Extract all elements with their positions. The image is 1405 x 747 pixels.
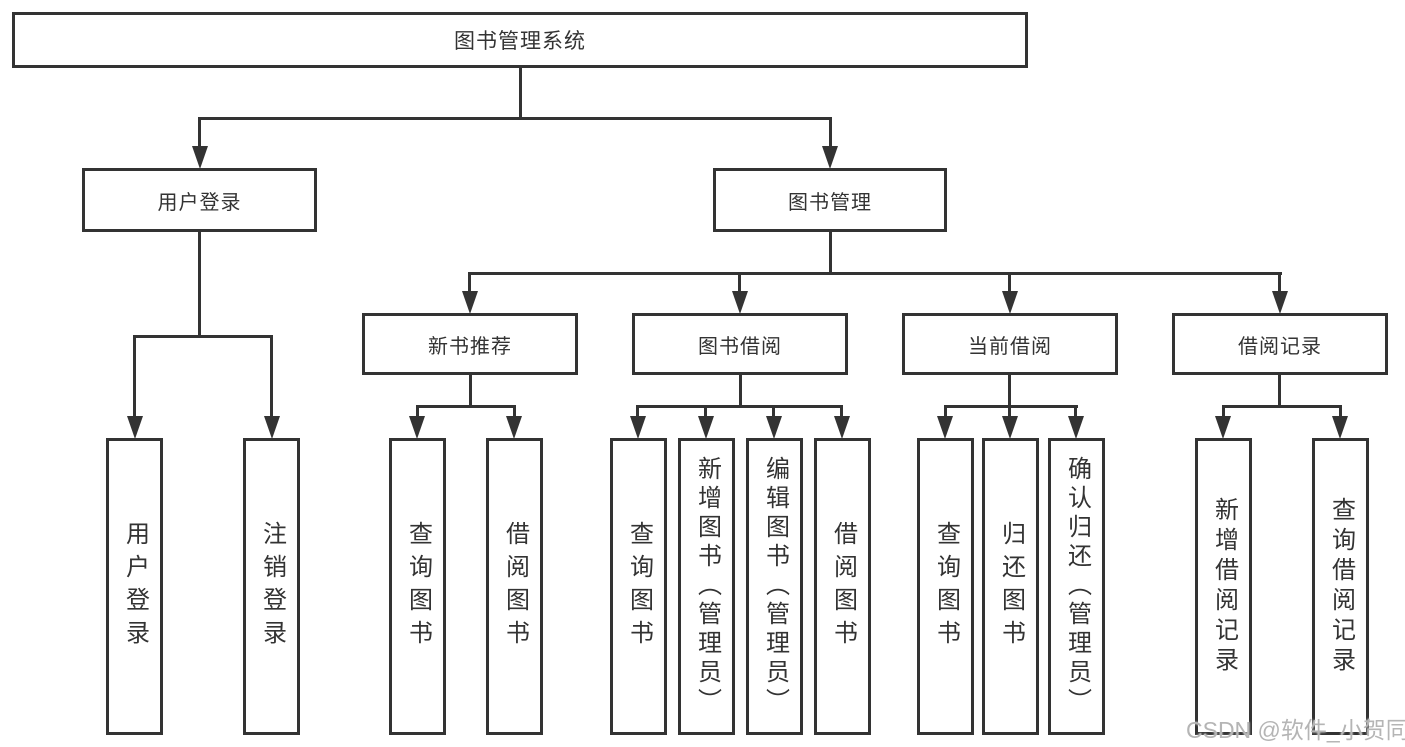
arrowhead-cb-return — [1002, 416, 1018, 439]
leaf-cb-return-books-label: 归还图书 — [997, 520, 1025, 653]
arrowhead-current-borrow — [1002, 291, 1018, 314]
node-user-login-label: 用户登录 — [157, 191, 242, 214]
connector-user-login-down — [198, 232, 201, 335]
connector-stem-nbr-query — [416, 405, 419, 417]
arrowhead-book-borrow — [732, 291, 748, 314]
leaf-bb-borrow-books-label: 借阅图书 — [829, 520, 857, 653]
connector-user-login-bus — [133, 335, 273, 338]
arrowhead-login — [127, 416, 143, 439]
connector-current-borrow-down — [1008, 375, 1011, 406]
node-book-borrow: 图书借阅 — [632, 313, 848, 375]
connector-stem-bb-borrow — [840, 405, 843, 417]
leaf-cb-query-books-label: 查询图书 — [932, 520, 960, 653]
leaf-bb-edit-books-admin-label: 编辑图书（管理员） — [761, 456, 789, 717]
connector-stem-nbr-borrow — [513, 405, 516, 417]
arrowhead-book-mgmt — [822, 146, 838, 169]
leaf-bb-add-books-admin: 新增图书（管理员） — [678, 438, 735, 735]
arrowhead-nbr-query — [409, 416, 425, 439]
node-book-borrow-label: 图书借阅 — [698, 335, 782, 358]
leaf-nbr-borrow-books: 借阅图书 — [486, 438, 543, 735]
connector-book-mgmt-bus — [469, 272, 1282, 275]
connector-book-borrow-bus — [637, 405, 843, 408]
connector-stem-book-borrow — [738, 272, 741, 292]
leaf-bb-edit-books-admin: 编辑图书（管理员） — [746, 438, 803, 735]
leaf-cb-return-books: 归还图书 — [982, 438, 1039, 735]
leaf-cb-confirm-return-admin: 确认归还（管理员） — [1048, 438, 1105, 735]
leaf-bb-query-books-label: 查询图书 — [625, 520, 653, 653]
connector-stem-br-query — [1339, 405, 1342, 417]
arrowhead-borrow-records — [1272, 291, 1288, 314]
arrowhead-cb-query — [937, 416, 953, 439]
leaf-br-query-record-label: 查询借阅记录 — [1327, 496, 1355, 677]
arrowhead-bb-query — [630, 416, 646, 439]
connector-stem-br-add — [1222, 405, 1225, 417]
node-current-borrow-label: 当前借阅 — [968, 335, 1052, 358]
arrowhead-bb-borrow — [834, 416, 850, 439]
node-borrow-records: 借阅记录 — [1172, 313, 1388, 375]
connector-root-down — [519, 68, 522, 117]
connector-borrow-records-down — [1278, 375, 1281, 406]
node-current-borrow: 当前借阅 — [902, 313, 1118, 375]
leaf-br-query-record: 查询借阅记录 — [1312, 438, 1369, 735]
leaf-cb-query-books: 查询图书 — [917, 438, 974, 735]
connector-book-borrow-down — [739, 375, 742, 406]
leaf-br-add-record-label: 新增借阅记录 — [1210, 496, 1238, 677]
leaf-user-login: 用户登录 — [106, 438, 163, 735]
arrowhead-new-book-rec — [462, 291, 478, 314]
connector-stem-bb-edit — [772, 405, 775, 417]
connector-new-book-rec-bus — [416, 405, 516, 408]
connector-stem-login — [133, 335, 136, 416]
connector-stem-cb-return — [1008, 405, 1011, 417]
leaf-nbr-query-books: 查询图书 — [389, 438, 446, 735]
leaf-br-add-record: 新增借阅记录 — [1195, 438, 1252, 735]
arrowhead-br-add — [1215, 416, 1231, 439]
connector-root-bus — [198, 117, 832, 120]
leaf-bb-add-books-admin-label: 新增图书（管理员） — [693, 456, 721, 717]
watermark: CSDN @软件_小贺同学 — [1186, 717, 1405, 743]
connector-borrow-records-bus — [1222, 405, 1342, 408]
connector-stem-current-borrow — [1008, 272, 1011, 292]
leaf-logout-label: 注销登录 — [258, 520, 286, 653]
connector-stem-bb-add — [704, 405, 707, 417]
leaf-logout: 注销登录 — [243, 438, 300, 735]
connector-stem-logout — [270, 335, 273, 416]
connector-stem-new-book-rec — [468, 272, 471, 292]
connector-new-book-rec-down — [469, 375, 472, 406]
node-book-mgmt-label: 图书管理 — [788, 191, 872, 214]
leaf-nbr-query-books-label: 查询图书 — [404, 520, 432, 653]
arrowhead-br-query — [1332, 416, 1348, 439]
node-new-book-rec: 新书推荐 — [362, 313, 578, 375]
arrowhead-logout — [264, 416, 280, 439]
connector-stem-borrow-records — [1278, 272, 1281, 292]
connector-stem-book-mgmt — [829, 117, 832, 147]
connector-stem-cb-query — [944, 405, 947, 417]
leaf-cb-confirm-return-admin-label: 确认归还（管理员） — [1063, 456, 1091, 717]
leaf-bb-borrow-books: 借阅图书 — [814, 438, 871, 735]
leaf-nbr-borrow-books-label: 借阅图书 — [501, 520, 529, 653]
arrowhead-cb-confirm — [1068, 416, 1084, 439]
node-book-mgmt: 图书管理 — [713, 168, 947, 232]
node-user-login: 用户登录 — [82, 168, 317, 232]
node-root: 图书管理系统 — [12, 12, 1028, 68]
connector-book-mgmt-down — [829, 232, 832, 273]
arrowhead-bb-edit — [766, 416, 782, 439]
node-new-book-rec-label: 新书推荐 — [428, 335, 512, 358]
connector-current-borrow-bus — [944, 405, 1078, 408]
connector-stem-user-login — [198, 117, 201, 147]
node-borrow-records-label: 借阅记录 — [1238, 335, 1322, 358]
arrowhead-user-login — [192, 146, 208, 169]
leaf-user-login-label: 用户登录 — [121, 520, 149, 653]
connector-stem-cb-confirm — [1074, 405, 1077, 417]
arrowhead-bb-add — [698, 416, 714, 439]
leaf-bb-query-books: 查询图书 — [610, 438, 667, 735]
node-root-label: 图书管理系统 — [454, 30, 586, 53]
connector-stem-bb-query — [636, 405, 639, 417]
arrowhead-nbr-borrow — [506, 416, 522, 439]
